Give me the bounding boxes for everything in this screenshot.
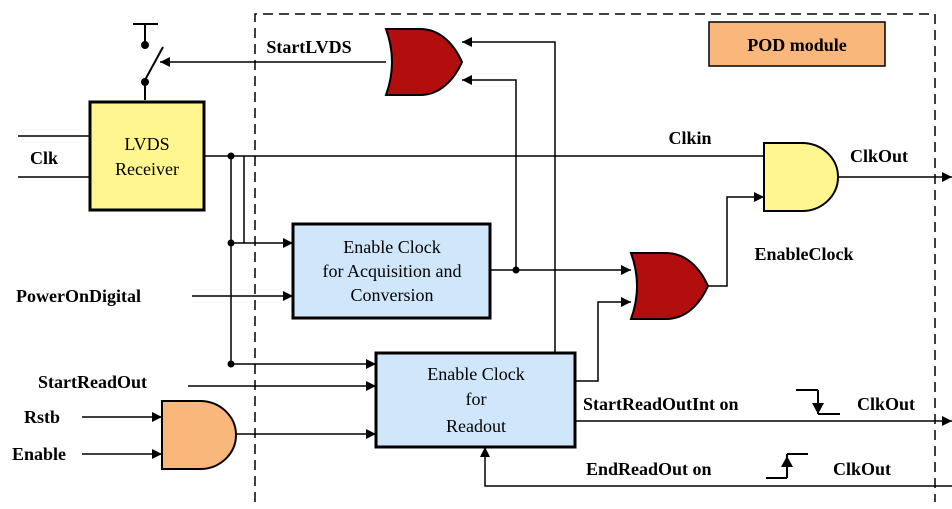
acq-label-line3: Conversion [351,285,434,305]
lvds-label-line2: Receiver [115,159,179,179]
switch-icon [133,23,164,100]
junction-dot [227,239,235,247]
and-gate-input [161,400,237,470]
junction-dot [227,360,235,368]
startlvds-feedback [462,37,556,353]
lvds-receiver-block: LVDS Receiver [88,100,206,212]
rising-edge-arrow [781,456,793,467]
power-on-digital-label: PowerOnDigital [16,286,141,306]
end-readout-label: EndReadOut on [586,459,712,479]
rstb-label: Rstb [24,407,60,427]
or-gate-startlvds [384,28,464,96]
enable-label: Enable [12,444,66,464]
junction-dot [512,266,520,274]
clk-label: Clk [30,148,58,168]
enable-acq-block: Enable Clock for Acquisition and Convers… [291,222,492,320]
start-readout-int-label: StartReadOutInt on [583,394,739,414]
clk-input-lines [18,135,90,178]
enable-readout-block: Enable Clock for Readout [374,351,577,449]
start-readout-label: StartReadOut [38,372,147,392]
enableclock-wire [708,192,764,287]
or-gate-enableclock [629,252,710,320]
end-readout-clk-label: ClkOut [833,459,891,479]
readout-to-or-wire [575,297,631,382]
startlvds-label: StartLVDS [266,37,351,57]
junction-dot [227,152,235,160]
falling-edge-arrow [812,403,824,414]
module-boundary [254,13,936,502]
acq-label-line2: for Acquisition and [323,261,462,281]
and-gate-output [763,142,839,212]
readout-label-line2: for [466,389,487,409]
start-readout-int-clk-label: ClkOut [857,394,915,414]
module-label-text: POD module [747,35,847,55]
lvds-label-line1: LVDS [124,134,169,154]
readout-label-line1: Enable Clock [427,364,524,384]
clkout-label: ClkOut [850,146,908,166]
module-label: POD module [708,21,886,67]
clkin-label: Clkin [668,128,711,148]
module-label-box [708,21,886,67]
enableclock-label: EnableClock [754,244,853,264]
readout-label-line3: Readout [446,416,506,436]
acq-label-line1: Enable Clock [343,237,440,257]
end-readout-wire [480,447,952,487]
clk-distribution [230,156,376,369]
